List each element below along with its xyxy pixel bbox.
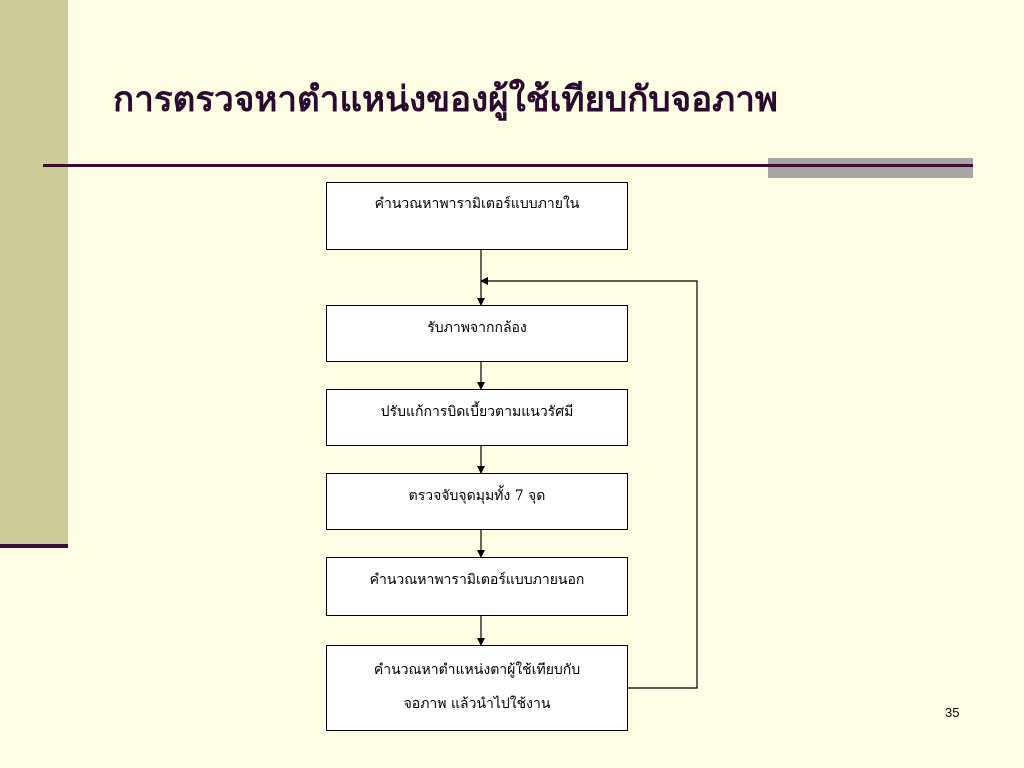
loop-back-connector [480, 277, 698, 689]
step-text: รับภาพจากกล้อง [427, 320, 527, 336]
step-text: ตรวจจับจุดมุมทั้ง 7 จุด [408, 488, 546, 504]
flow-step-capture-image: รับภาพจากกล้อง [326, 305, 628, 362]
step-text: ปรับแก้การบิดเบี้ยวตามแนวรัศมี [380, 404, 574, 420]
title-grey-bar [768, 158, 973, 178]
flow-step-intrinsic-params: คำนวณหาพารามิเตอร์แบบภายใน [326, 182, 628, 250]
flow-step-extrinsic-params: คำนวณหาพารามิเตอร์แบบภายนอก [326, 557, 628, 616]
step-text-line-2: จอภาพ แล้วนำไปใช้งาน [403, 696, 551, 712]
step-text: คำนวณหาพารามิเตอร์แบบภายใน [374, 196, 580, 212]
flow-step-radial-distortion: ปรับแก้การบิดเบี้ยวตามแนวรัศมี [326, 389, 628, 446]
page-number: 35 [945, 705, 960, 720]
flow-step-eye-position: คำนวณหาตำแหน่งตาผู้ใช้เทียบกับ จอภาพ แล้… [326, 645, 628, 731]
left-sidebar-rule [0, 544, 68, 548]
step-text-line-1: คำนวณหาตำแหน่งตาผู้ใช้เทียบกับ [373, 662, 581, 678]
title-grey-bar-line [768, 164, 973, 167]
step-text: คำนวณหาพารามิเตอร์แบบภายนอก [369, 572, 585, 588]
slide-title: การตรวจหาตำแหน่งของผู้ใช้เทียบกับจอภาพ [113, 79, 778, 120]
flow-step-detect-corners: ตรวจจับจุดมุมทั้ง 7 จุด [326, 473, 628, 530]
left-sidebar-band [0, 0, 68, 546]
title-underline-rule [43, 164, 973, 167]
